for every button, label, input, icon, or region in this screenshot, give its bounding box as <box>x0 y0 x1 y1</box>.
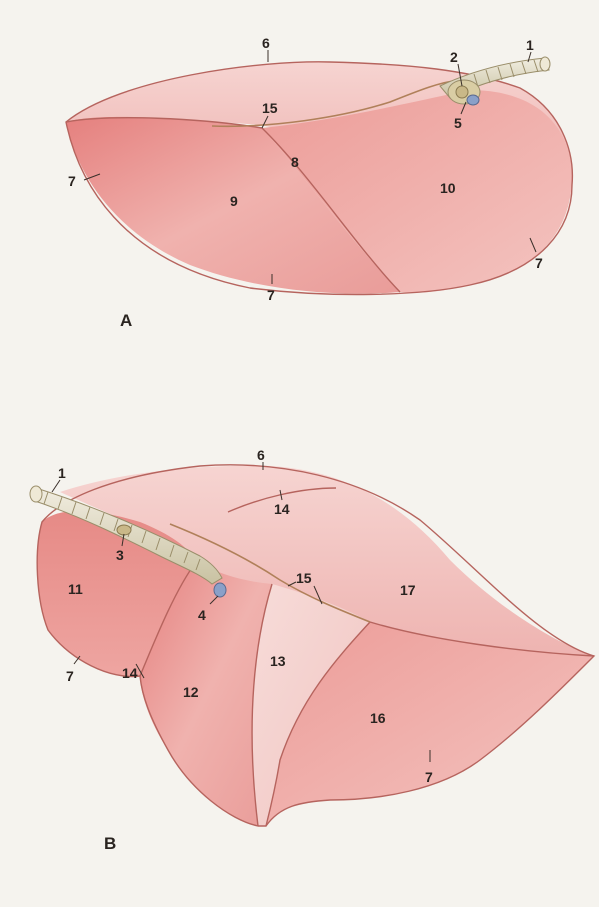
panel-a-label-5: 5 <box>454 115 462 131</box>
panel-b-label-17: 17 <box>400 582 416 598</box>
panel-a-label-7b: 7 <box>267 287 275 303</box>
panel-b-label-14a: 14 <box>274 501 290 517</box>
panel-a-label-8: 8 <box>291 154 299 170</box>
panel-b-label-11: 11 <box>68 581 83 597</box>
panel-b-vessel-3 <box>117 525 131 535</box>
panel-a-label-9: 9 <box>230 193 238 209</box>
panel-b-label-7a: 7 <box>66 668 74 684</box>
panel-a-label-7c: 7 <box>535 255 543 271</box>
panel-b-vessel-4 <box>214 583 226 597</box>
panel-b-label-4: 4 <box>198 607 206 623</box>
panel-b-label-14b: 14 <box>122 665 138 681</box>
panel-a-label-7a: 7 <box>68 173 76 189</box>
panel-a-label-1: 1 <box>526 37 534 53</box>
panel-b-leader-1 <box>52 480 60 492</box>
panel-b-label-13: 13 <box>270 653 286 669</box>
panel-a-label-6: 6 <box>262 35 270 51</box>
panel-b-label-1: 1 <box>58 465 66 481</box>
panel-a: 1 2 5 6 15 8 9 10 7 7 7 A <box>66 35 572 330</box>
panel-b-label-16: 16 <box>370 710 386 726</box>
panel-b-label-15: 15 <box>296 570 312 586</box>
panel-b: 1 3 4 6 14 15 17 11 12 13 16 14 7 7 B <box>30 447 594 853</box>
panel-b-label-12: 12 <box>183 684 199 700</box>
panel-b-label-6: 6 <box>257 447 265 463</box>
panel-a-title: A <box>120 311 132 330</box>
panel-a-label-10: 10 <box>440 180 456 196</box>
panel-a-label-2: 2 <box>450 49 458 65</box>
panel-a-label-15: 15 <box>262 100 278 116</box>
panel-b-label-7b: 7 <box>425 769 433 785</box>
panel-b-label-3: 3 <box>116 547 124 563</box>
panel-b-title: B <box>104 834 116 853</box>
